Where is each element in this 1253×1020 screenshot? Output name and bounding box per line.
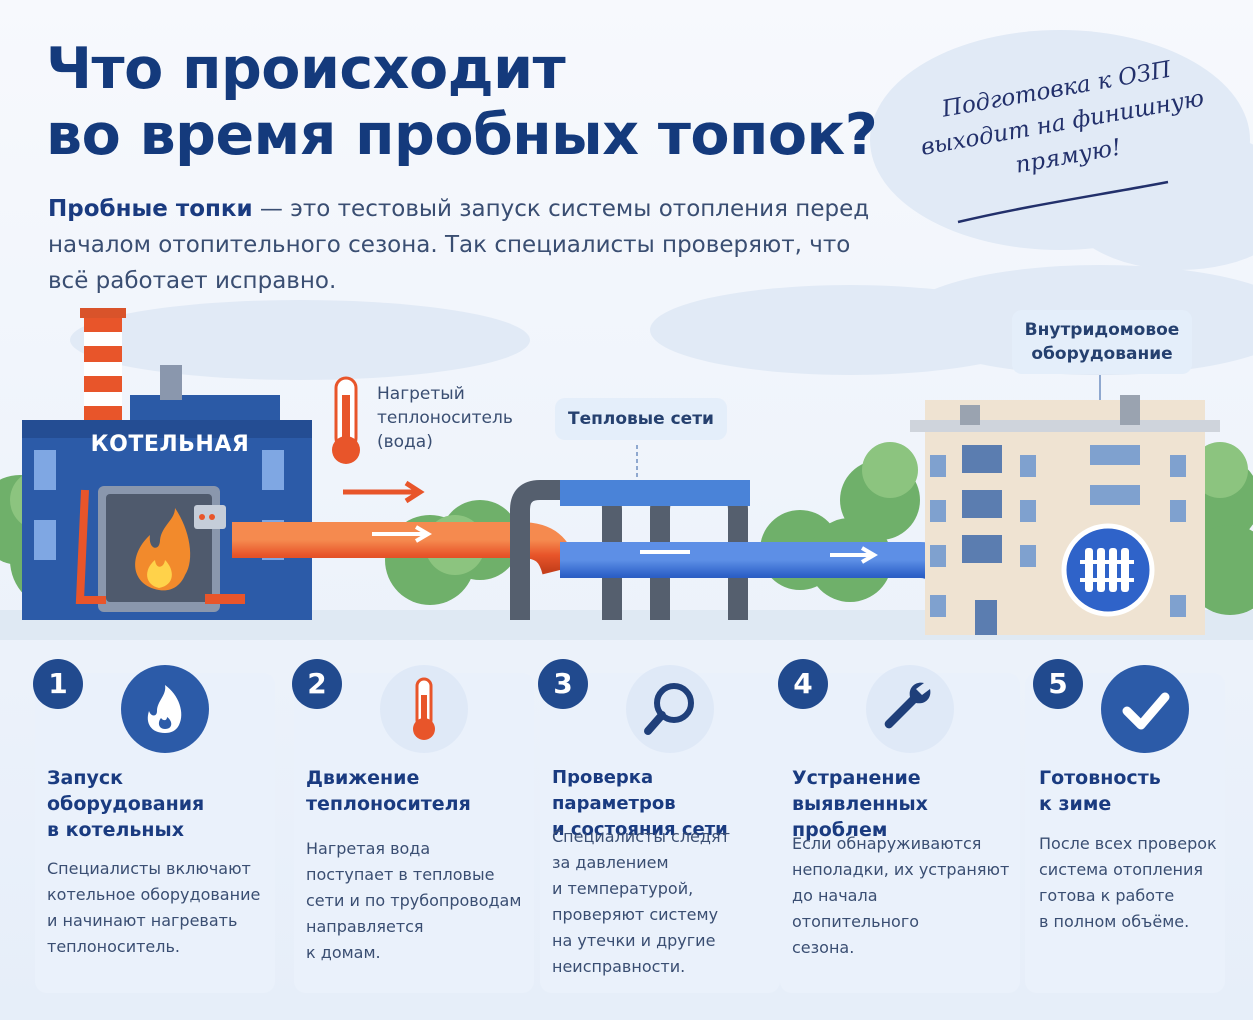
step-text-line: Специалисты включают (47, 859, 251, 878)
heat-label-line-3: (вода) (377, 432, 433, 452)
step-title-line: Запуск (47, 767, 123, 789)
step-text: Нагретая вода поступает в тепловые сети … (306, 836, 532, 966)
step-text-line: Если обнаруживаются (792, 834, 982, 853)
step-text-line: проверяют систему (552, 905, 719, 924)
thermometer-icon-scene (332, 376, 360, 464)
apartment-building (910, 395, 1220, 635)
building-label: Внутридомовое оборудование (1012, 310, 1192, 374)
step-text: Если обнаруживаются неполадки, их устран… (792, 831, 1018, 961)
chimney (80, 308, 126, 427)
step-text-line: и температурой, (552, 879, 694, 898)
checkmark-icon (1101, 665, 1189, 753)
flame-icon (121, 665, 209, 753)
step-card-1: 1 Запуск оборудования в котельных Специа… (33, 659, 275, 993)
step-text-line: до начала (792, 886, 878, 905)
step-title-line: оборудования (47, 793, 205, 815)
step-title-line: Движение (306, 767, 420, 789)
step-card-3: 3 Проверка параметров и состояния сети С… (538, 659, 780, 993)
step-number: 5 (1033, 659, 1083, 709)
step-title: Движение теплоносителя (306, 765, 532, 817)
step-card-2: 2 Движение теплоносителя Нагретая вода п… (292, 659, 534, 993)
step-text: После всех проверок система отопления го… (1039, 831, 1225, 935)
step-number: 2 (292, 659, 342, 709)
step-text-line: поступает в тепловые (306, 865, 495, 884)
step-text-line: в полном объёме. (1039, 912, 1190, 931)
step-title-line: теплоносителя (306, 793, 471, 815)
boiler-label: КОТЕЛЬНАЯ (90, 432, 250, 457)
intro-rest: — это тестовый запуск системы отопления … (48, 196, 870, 294)
thermometer-icon (380, 665, 468, 753)
note-underline (957, 180, 1169, 224)
step-title-line: Устранение (792, 767, 921, 789)
wrench-icon (866, 665, 954, 753)
heat-label-line-2: теплоноситель (377, 408, 513, 428)
step-title-line: Проверка параметров (552, 767, 676, 814)
step-text-line: и начинают нагревать (47, 911, 238, 930)
building-label-line-2: оборудование (1031, 344, 1173, 364)
step-title: Запуск оборудования в котельных (47, 765, 273, 843)
step-text-line: за давлением (552, 853, 669, 872)
step-number: 4 (778, 659, 828, 709)
step-text-line: неисправности. (552, 957, 686, 976)
step-text-line: система отопления (1039, 860, 1204, 879)
step-text-line: сети и по трубопроводам (306, 891, 522, 910)
step-title: Устранение выявленных проблем (792, 765, 1018, 843)
heat-carrier-label: Нагретый теплоноситель (вода) (377, 382, 513, 454)
step-number: 1 (33, 659, 83, 709)
title-line-2: во время пробных топок? (46, 102, 878, 168)
network-label: Тепловые сети (555, 398, 727, 440)
step-text: Специалисты включают котельное оборудова… (47, 856, 273, 960)
building-label-line-1: Внутридомовое (1024, 320, 1180, 340)
heat-label-line-1: Нагретый (377, 384, 465, 404)
intro-bold: Пробные топки (48, 196, 253, 222)
step-title-line: и состояния сети (552, 819, 728, 840)
step-text-line: на утечки и другие (552, 931, 716, 950)
step-text-line: Специалисты следят (552, 827, 730, 846)
step-text-line: готова к работе (1039, 886, 1175, 905)
step-text-line: к домам. (306, 943, 381, 962)
step-text-line: неполадки, их устраняют (792, 860, 1010, 879)
step-card-4: 4 Устранение выявленных проблем Если обн… (778, 659, 1020, 993)
page-title: Что происходит во время пробных топок? (46, 36, 878, 168)
step-text-line: После всех проверок (1039, 834, 1217, 853)
step-text: Специалисты следят за давлением и темпер… (552, 824, 778, 980)
boiler-house (22, 365, 312, 620)
step-title-line: в котельных (47, 819, 184, 841)
step-text-line: Нагретая вода (306, 839, 431, 858)
step-number: 3 (538, 659, 588, 709)
step-title: Готовность к зиме (1039, 765, 1225, 817)
step-title-line: к зиме (1039, 793, 1112, 815)
radiator-icon (1061, 523, 1155, 617)
step-text-line: отопительного (792, 912, 920, 931)
step-text-line: сезона. (792, 938, 855, 957)
step-text-line: направляется (306, 917, 424, 936)
intro-paragraph: Пробные топки — это тестовый запуск сист… (48, 191, 878, 299)
step-title-line: выявленных проблем (792, 793, 928, 841)
step-title: Проверка параметров и состояния сети (552, 765, 778, 843)
step-card-5: 5 Готовность к зиме После всех проверок … (1025, 659, 1225, 993)
step-text-line: теплоноситель. (47, 937, 180, 956)
magnifier-icon (626, 665, 714, 753)
step-title-line: Готовность (1039, 767, 1161, 789)
flow-arrows (343, 480, 425, 504)
title-line-1: Что происходит (46, 36, 566, 102)
step-text-line: котельное оборудование (47, 885, 261, 904)
